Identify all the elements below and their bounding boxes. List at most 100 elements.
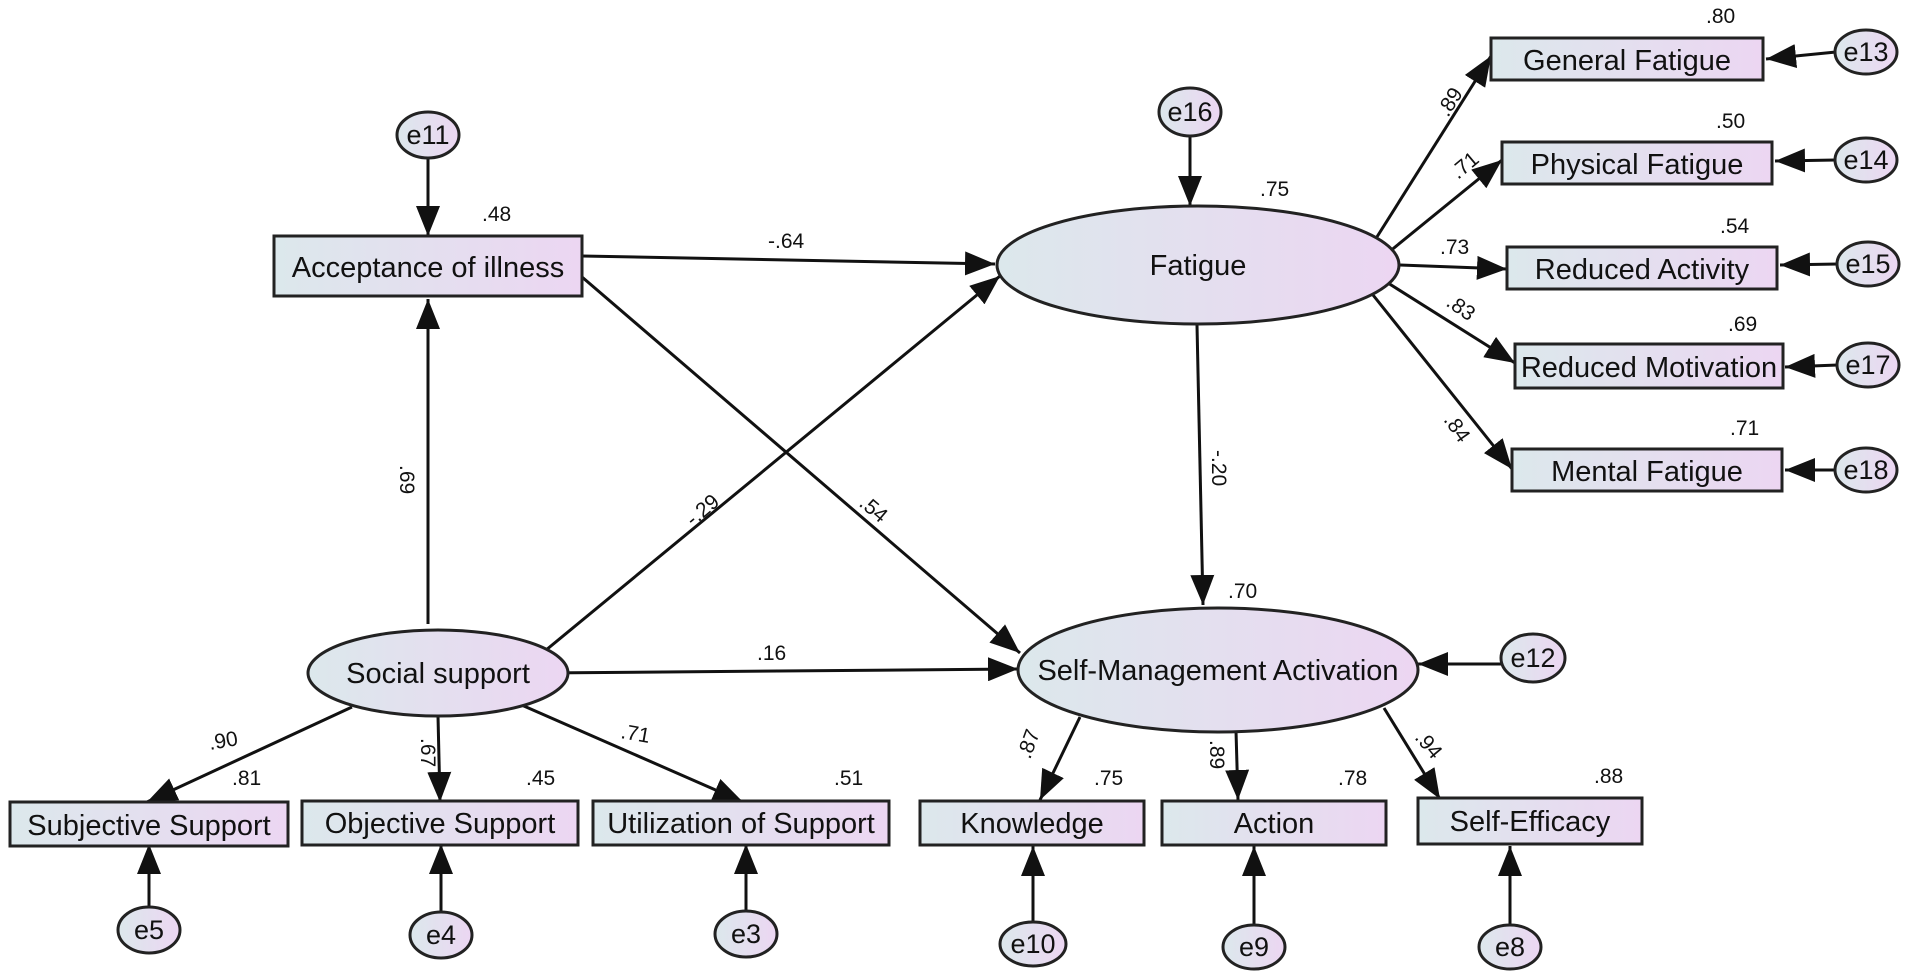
error-e15: e15 [1835, 240, 1901, 288]
error-e16: e16 [1157, 86, 1223, 138]
utilization-support-r2: .51 [834, 767, 863, 790]
error-e4: e4 [408, 910, 474, 960]
error-e14: e14 [1833, 136, 1899, 184]
node-fatigue: Fatigue [995, 204, 1401, 326]
e14-label: e14 [1843, 145, 1888, 175]
e15-label: e15 [1845, 249, 1890, 279]
e3-label: e3 [731, 919, 761, 949]
coef-sma-knowledge: .87 [1013, 726, 1045, 761]
sma-r2: .70 [1228, 580, 1257, 603]
path-fatigue-to-sma [1190, 324, 1215, 606]
e8-label: e8 [1495, 932, 1525, 962]
error-e18: e18 [1833, 446, 1899, 494]
path-e15 [1779, 252, 1839, 277]
sma-label: Self-Management Activation [1037, 655, 1398, 687]
objective-support-r2: .45 [526, 767, 555, 790]
reduced-activity-r2: .54 [1720, 215, 1750, 238]
action-r2: .78 [1338, 767, 1367, 790]
error-e10: e10 [998, 920, 1068, 968]
node-utilization-of-support: Utilization of Support [591, 799, 891, 847]
reduced-activity-label: Reduced Activity [1535, 254, 1750, 286]
fatigue-r2: .75 [1260, 178, 1289, 201]
e13-label: e13 [1843, 37, 1888, 67]
utilization-support-label: Utilization of Support [607, 808, 875, 840]
node-social-support: Social support [306, 628, 570, 718]
coef-fatigue-sma: -.20 [1207, 450, 1230, 486]
path-sma-to-action [1225, 730, 1250, 801]
subjective-support-label: Subjective Support [27, 810, 270, 842]
coef-social-sma: .16 [757, 642, 786, 665]
action-label: Action [1234, 808, 1315, 840]
path-fatigue-to-motivation [1387, 281, 1516, 365]
coef-acceptance-sma: .54 [855, 491, 892, 528]
e17-label: e17 [1845, 350, 1890, 380]
path-fatigue-to-activity [1399, 255, 1508, 280]
reduced-motivation-r2: .69 [1728, 313, 1757, 336]
coef-social-utilization: .71 [619, 720, 652, 748]
path-fatigue-to-mental [1371, 294, 1514, 470]
subjective-support-r2: .81 [232, 767, 261, 790]
coef-acceptance-fatigue: -.64 [768, 230, 805, 253]
node-mental-fatigue: Mental Fatigue [1510, 447, 1784, 493]
knowledge-r2: .75 [1094, 767, 1123, 790]
e4-label: e4 [426, 920, 456, 950]
coef-fatigue-general: .89 [1433, 84, 1468, 121]
error-e8: e8 [1477, 923, 1543, 971]
general-fatigue-r2: .80 [1706, 5, 1735, 28]
path-sma-to-efficacy [1382, 707, 1442, 800]
error-e12: e12 [1499, 632, 1567, 684]
path-fatigue-to-general [1373, 55, 1493, 241]
node-objective-support: Objective Support [300, 799, 580, 847]
self-efficacy-r2: .88 [1594, 765, 1623, 788]
physical-fatigue-r2: .50 [1716, 110, 1745, 133]
node-reduced-activity: Reduced Activity [1505, 245, 1779, 291]
self-efficacy-label: Self-Efficacy [1450, 806, 1611, 838]
e12-label: e12 [1510, 643, 1555, 673]
node-acceptance-of-illness: Acceptance of illness [272, 234, 584, 298]
path-e17 [1784, 353, 1839, 378]
e11-label: e11 [406, 120, 449, 150]
path-e14 [1774, 148, 1837, 173]
acceptance-label: Acceptance of illness [292, 252, 564, 284]
node-general-fatigue: General Fatigue [1489, 36, 1765, 82]
physical-fatigue-label: Physical Fatigue [1531, 149, 1744, 181]
error-e17: e17 [1835, 341, 1901, 389]
path-social-to-sma [540, 657, 1019, 682]
error-e9: e9 [1221, 923, 1287, 971]
path-fatigue-to-physical [1388, 158, 1503, 254]
e16-label: e16 [1167, 97, 1212, 127]
general-fatigue-label: General Fatigue [1523, 45, 1731, 77]
e10-label: e10 [1010, 929, 1055, 959]
node-subjective-support: Subjective Support [8, 800, 290, 848]
error-e11: e11 [395, 110, 461, 160]
error-e5: e5 [116, 905, 182, 955]
node-reduced-motivation: Reduced Motivation [1513, 342, 1785, 390]
e5-label: e5 [134, 915, 164, 945]
node-self-efficacy: Self-Efficacy [1416, 796, 1644, 846]
e18-label: e18 [1843, 455, 1888, 485]
social-label: Social support [346, 658, 530, 690]
fatigue-label: Fatigue [1150, 250, 1247, 282]
coef-social-acceptance: .69 [395, 465, 418, 494]
path-acceptance-to-fatigue [581, 251, 996, 276]
coef-social-objective: .67 [416, 738, 439, 767]
coef-fatigue-activity: .73 [1440, 236, 1469, 259]
coef-sma-action: .89 [1205, 740, 1228, 769]
path-acceptance-to-sma [581, 275, 1021, 655]
objective-support-label: Objective Support [325, 808, 556, 840]
path-social-to-subjective [146, 705, 353, 804]
acceptance-r2: .48 [482, 203, 511, 226]
path-sma-to-knowledge [1038, 716, 1082, 801]
node-action: Action [1160, 799, 1388, 847]
error-e13: e13 [1833, 28, 1899, 76]
node-physical-fatigue: Physical Fatigue [1500, 140, 1774, 186]
node-knowledge: Knowledge [918, 799, 1146, 847]
mental-fatigue-label: Mental Fatigue [1551, 456, 1743, 488]
node-self-management-activation: Self-Management Activation [1016, 606, 1420, 734]
reduced-motivation-label: Reduced Motivation [1521, 352, 1777, 384]
path-social-to-utilization [516, 701, 744, 804]
e9-label: e9 [1239, 932, 1269, 962]
path-e13 [1765, 44, 1837, 68]
knowledge-label: Knowledge [960, 808, 1104, 840]
